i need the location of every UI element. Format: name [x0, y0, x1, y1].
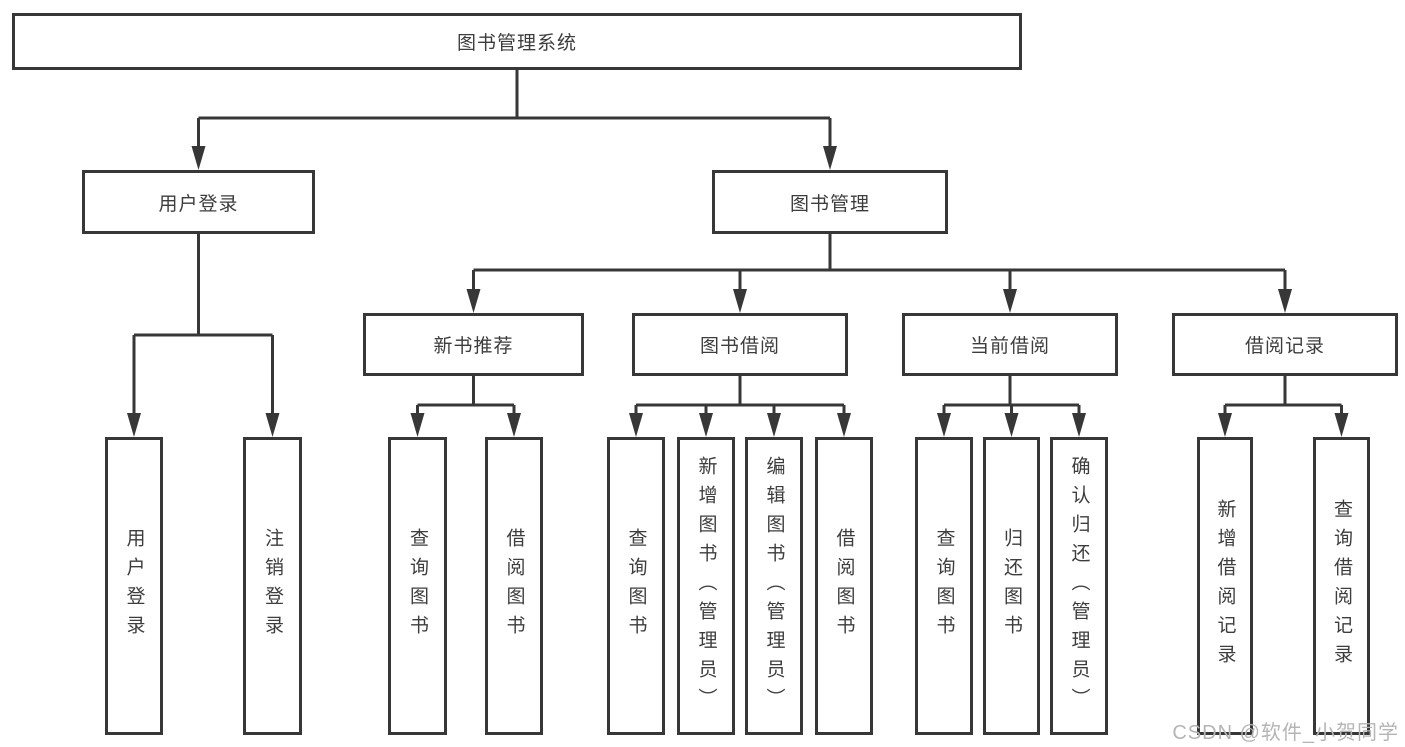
connector-book-borrow-children	[634, 376, 846, 417]
leaf-borrow-books: 借阅图书	[815, 437, 873, 735]
leaf-return-books: 归还图书	[983, 437, 1040, 735]
connector-borrow-record-children	[1223, 376, 1343, 417]
node-borrow-record: 借阅记录	[1172, 313, 1398, 376]
node-book-management: 图书管理	[712, 170, 948, 234]
node-user-login: 用户登录	[82, 170, 315, 234]
node-new-book-recommend: 新书推荐	[363, 313, 584, 376]
node-label: 图书管理系统	[456, 33, 577, 54]
node-current-borrow: 当前借阅	[902, 313, 1118, 376]
node-label: 图书借阅	[699, 336, 780, 357]
node-book-borrow: 图书借阅	[632, 313, 848, 376]
leaf-user-login: 用户登录	[105, 437, 163, 735]
node-label: 新书推荐	[433, 336, 514, 357]
node-label: 借阅记录	[1244, 336, 1325, 357]
node-label: 用户登录	[158, 193, 239, 215]
leaf-edit-books-admin: 编辑图书（管理员）	[745, 437, 803, 735]
leaf-query-books-current: 查询图书	[915, 437, 973, 735]
connector-arrowheads	[127, 146, 1349, 437]
connector-new-book-recommend-children	[416, 376, 516, 417]
leaf-add-books-admin: 新增图书（管理员）	[677, 437, 735, 735]
leaf-add-borrow-record: 新增借阅记录	[1197, 437, 1253, 735]
node-label: 当前借阅	[969, 336, 1050, 357]
csdn-watermark: CSDN @软件_小贺同学	[1172, 722, 1399, 744]
leaf-query-borrow-record: 查询借阅记录	[1313, 437, 1370, 735]
leaf-borrow-books-recommend: 借阅图书	[485, 437, 543, 735]
node-library-management-system: 图书管理系统	[12, 13, 1022, 70]
connector-current-borrow-children	[942, 376, 1081, 417]
leaf-logout: 注销登录	[243, 437, 302, 735]
leaf-query-books-borrow: 查询图书	[607, 437, 665, 735]
connector-user-login-children	[132, 234, 274, 417]
connector-book-management-children	[472, 234, 1287, 293]
connector-root-to-level2	[197, 69, 832, 150]
leaf-query-books-recommend: 查询图书	[388, 437, 447, 735]
leaf-confirm-return-admin: 确认归还（管理员）	[1050, 437, 1108, 735]
node-label: 图书管理	[789, 193, 870, 215]
